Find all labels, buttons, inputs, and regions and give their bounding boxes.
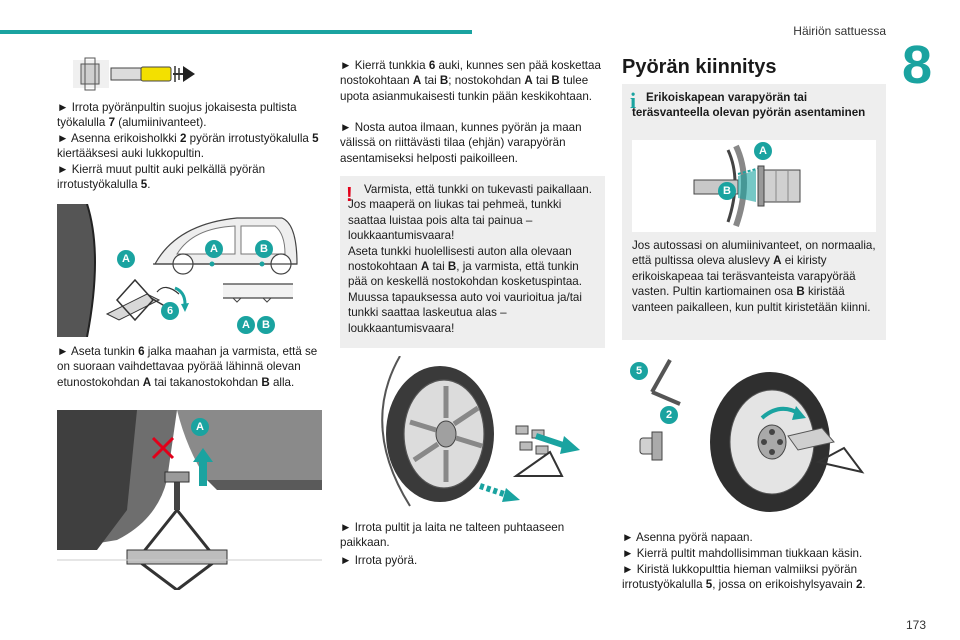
callout-b-cone: B — [718, 182, 736, 200]
callout-a-lift-point: A — [191, 418, 209, 436]
page-number: 173 — [906, 618, 927, 632]
callout-b: B — [255, 240, 273, 258]
instruction-lift-car: ► Nosta autoa ilmaan, kunnes pyörän ja m… — [340, 121, 582, 165]
section-title: Häiriön sattuessa — [793, 24, 886, 38]
instruction-remove-bolt-covers: ► Irrota pyöränpultin suojus jokaisesta … — [57, 101, 297, 130]
info-box: i Erikoiskapean varapyörän tai teräsvant… — [622, 84, 886, 340]
section-heading: Pyörän kiinnitys — [622, 56, 777, 78]
warning-text: Varmista, että tunkki on tukevasti paika… — [348, 183, 592, 335]
callout-a-jack: A — [117, 250, 135, 268]
callout-a-sill: A — [237, 316, 255, 334]
instruction-loosen-other-bolts: ► Kierrä muut pultit auki pelkällä pyörä… — [57, 163, 266, 192]
instruction-remove-wheel: ► Irrota pyörä. — [340, 554, 418, 567]
figure-remove-bolts — [340, 356, 605, 508]
figure-jack-positions: A B A 6 A B — [57, 204, 322, 337]
callout-5: 5 — [630, 362, 648, 380]
info-title: Erikoiskapean varapyörän tai teräsvantee… — [632, 91, 866, 120]
callout-a: A — [205, 240, 223, 258]
warning-icon: ! — [346, 184, 353, 206]
info-text: Jos autossasi on alumiinivanteet, on nor… — [632, 239, 876, 314]
instruction-fit-wheel: ► Asenna pyörä napaan. — [622, 531, 753, 544]
info-icon: i — [630, 88, 637, 113]
callout-b-sill: B — [257, 316, 275, 334]
instruction-fit-special-socket: ► Asenna erikoisholkki 2 pyörän irrotust… — [57, 132, 319, 161]
figure-bolt-cover-tool — [71, 52, 211, 96]
instruction-raise-jack: ► Kierrä tunkkia 6 auki, kunnes sen pää … — [340, 59, 601, 103]
instruction-pretighten-lock-bolt: ► Kiristä lukkopulttia hieman valmiiksi … — [622, 563, 866, 592]
callout-6: 6 — [161, 302, 179, 320]
instruction-hand-tighten: ► Kierrä pultit mahdollisimman tiukkaan … — [622, 547, 863, 560]
callout-2: 2 — [660, 406, 678, 424]
warning-box: ! Varmista, että tunkki on tukevasti pai… — [340, 176, 605, 348]
figure-jack-under-car: A — [57, 410, 322, 590]
figure-bolt-washer: A B — [632, 140, 876, 232]
header-accent-bar — [0, 30, 472, 34]
instruction-remove-bolts: ► Irrota pultit ja laita ne talteen puht… — [340, 521, 565, 550]
instruction-position-jack: ► Aseta tunkin 6 jalka maahan ja varmist… — [57, 345, 318, 389]
figure-mount-wheel: 5 2 — [622, 352, 886, 512]
callout-a-washer: A — [754, 142, 772, 160]
chapter-number: 8 — [902, 35, 933, 95]
